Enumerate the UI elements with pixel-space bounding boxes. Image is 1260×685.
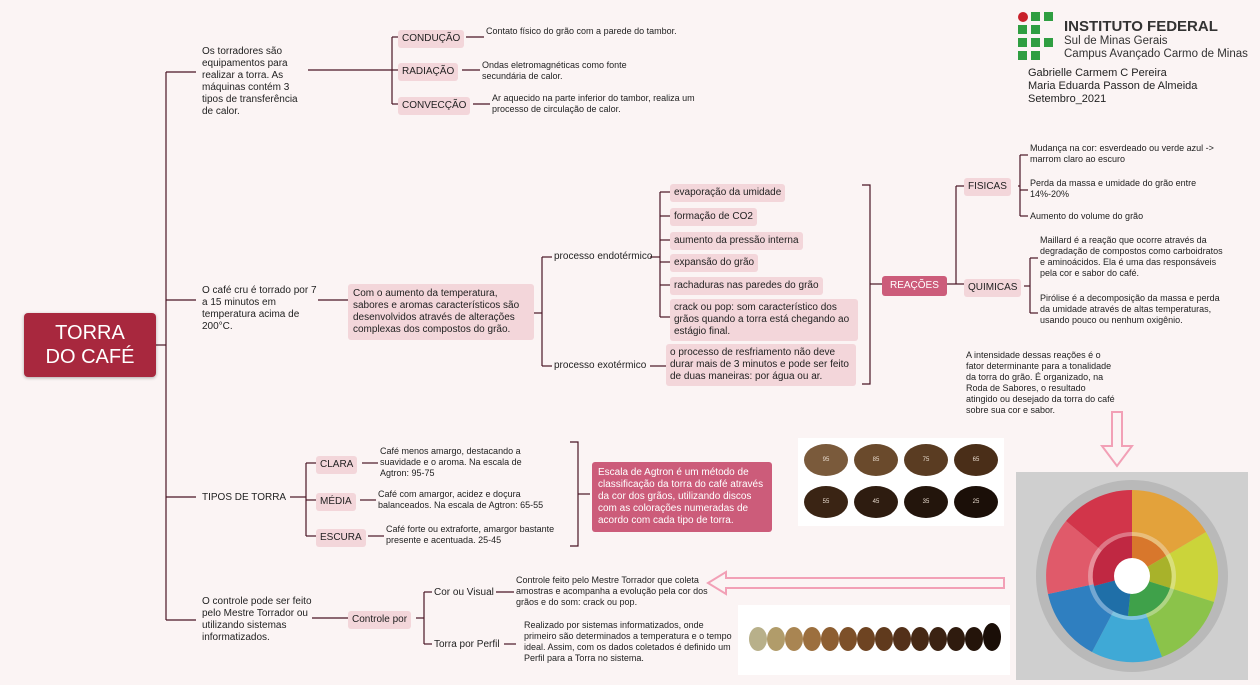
date: Setembro_2021 xyxy=(1028,93,1107,105)
institution-state: Sul de Minas Gerais xyxy=(1064,35,1168,47)
endo-item: crack ou pop: som característico dos grã… xyxy=(670,299,858,341)
coffee-beans-image xyxy=(738,605,1010,675)
fisicas-pill: FISICAS xyxy=(964,178,1011,196)
endo-item: formação de CO2 xyxy=(670,208,757,226)
branch2-text: O café cru é torrado por 7 a 15 minutos … xyxy=(202,285,317,332)
visual-desc: Controle feito pelo Mestre Torrador que … xyxy=(516,575,708,607)
fisica-item: Perda da massa e umidade do grão entre 1… xyxy=(1030,178,1197,199)
agtron-disc: 65 xyxy=(954,444,998,476)
endo-item: evaporação da umidade xyxy=(670,184,786,202)
agtron-disc: 55 xyxy=(804,486,848,518)
logo-red-dot xyxy=(1018,12,1028,22)
conducao-pill: CONDUÇÃO xyxy=(398,30,465,48)
logo-square xyxy=(1031,51,1040,60)
logo-square xyxy=(1031,12,1040,21)
control-pill: Controle por xyxy=(348,611,412,629)
radiacao-pill: RADIAÇÃO xyxy=(398,63,459,81)
institution-campus: Campus Avançado Carmo de Minas xyxy=(1064,48,1248,60)
agtron-disc: 95 xyxy=(804,444,848,476)
quimicas-pill: QUIMICAS xyxy=(964,279,1022,297)
logo-square xyxy=(1044,38,1053,47)
visual-label: Cor ou Visual xyxy=(434,587,494,598)
endo-item: expansão do grão xyxy=(670,254,759,272)
root-node: TORRA DO CAFÉ xyxy=(24,313,156,377)
endo-item: aumento da pressão interna xyxy=(670,232,803,250)
media-desc: Café com amargor, acidez e doçura balanc… xyxy=(378,489,544,510)
radiacao-desc: Ondas eletromagnéticas como fonte secund… xyxy=(482,60,627,81)
escura-desc: Café forte ou extraforte, amargor bastan… xyxy=(386,524,555,545)
reactions-node: REAÇÕES xyxy=(882,276,947,296)
agtron-disc: 35 xyxy=(904,486,948,518)
quimica-item: Pirólise é a decomposição da massa e per… xyxy=(1040,293,1220,325)
fisica-item: Mudança na cor: esverdeado ou verde azul… xyxy=(1030,143,1214,164)
logo-square xyxy=(1031,38,1040,47)
root-title-line1: TORRA xyxy=(55,322,125,344)
agtron-disc: 85 xyxy=(854,444,898,476)
clara-desc: Café menos amargo, destacando a suavidad… xyxy=(380,446,522,478)
media-pill: MÉDIA xyxy=(316,493,356,511)
agtron-note: Escala de Agtron é um método de classifi… xyxy=(592,462,772,532)
temperature-note: Com o aumento da temperatura, sabores e … xyxy=(348,284,534,340)
institution-title: INSTITUTO FEDERAL xyxy=(1064,18,1218,35)
endo-label: processo endotérmico xyxy=(554,251,653,262)
branch1-text: Os torradores são equipamentos para real… xyxy=(202,46,298,117)
quimica-item: Maillard é a reação que ocorre através d… xyxy=(1040,235,1223,278)
exo-desc: o processo de resfriamento não deve dura… xyxy=(666,344,856,386)
escura-pill: ESCURA xyxy=(316,529,366,547)
roast-progression-beans xyxy=(749,623,1001,651)
conveccao-desc: Ar aquecido na parte inferior do tambor,… xyxy=(492,93,695,114)
author-1: Gabrielle Carmem C Pereira xyxy=(1028,67,1167,79)
branch4-text: O controle pode ser feito pelo Mestre To… xyxy=(202,596,312,643)
endo-item: rachaduras nas paredes do grão xyxy=(670,277,823,295)
flavor-wheel xyxy=(1036,480,1228,672)
agtron-disc: 25 xyxy=(954,486,998,518)
logo-square xyxy=(1018,51,1027,60)
logo-square xyxy=(1018,38,1027,47)
agtron-disc: 45 xyxy=(854,486,898,518)
author-2: Maria Eduarda Passon de Almeida xyxy=(1028,80,1198,92)
logo-square xyxy=(1018,25,1027,34)
flavor-wheel-image xyxy=(1016,472,1248,680)
intensity-note: A intensidade dessas reações é o fator d… xyxy=(966,350,1115,415)
conveccao-pill: CONVECÇÃO xyxy=(398,97,471,115)
agtron-disc: 75 xyxy=(904,444,948,476)
logo-square xyxy=(1031,25,1040,34)
agtron-scale: 95 85 75 65 55 45 35 25 xyxy=(798,438,1004,526)
branch3-text: TIPOS DE TORRA xyxy=(202,492,287,503)
fisica-item: Aumento do volume do grão xyxy=(1030,211,1144,221)
conducao-desc: Contato físico do grão com a parede do t… xyxy=(486,26,677,36)
profile-desc: Realizado por sistemas informatizados, o… xyxy=(524,620,732,663)
clara-pill: CLARA xyxy=(316,456,358,474)
logo-square xyxy=(1044,12,1053,21)
profile-label: Torra por Perfil xyxy=(434,639,500,650)
exo-label: processo exotérmico xyxy=(554,360,647,371)
root-title-line2: DO CAFÉ xyxy=(45,346,135,368)
